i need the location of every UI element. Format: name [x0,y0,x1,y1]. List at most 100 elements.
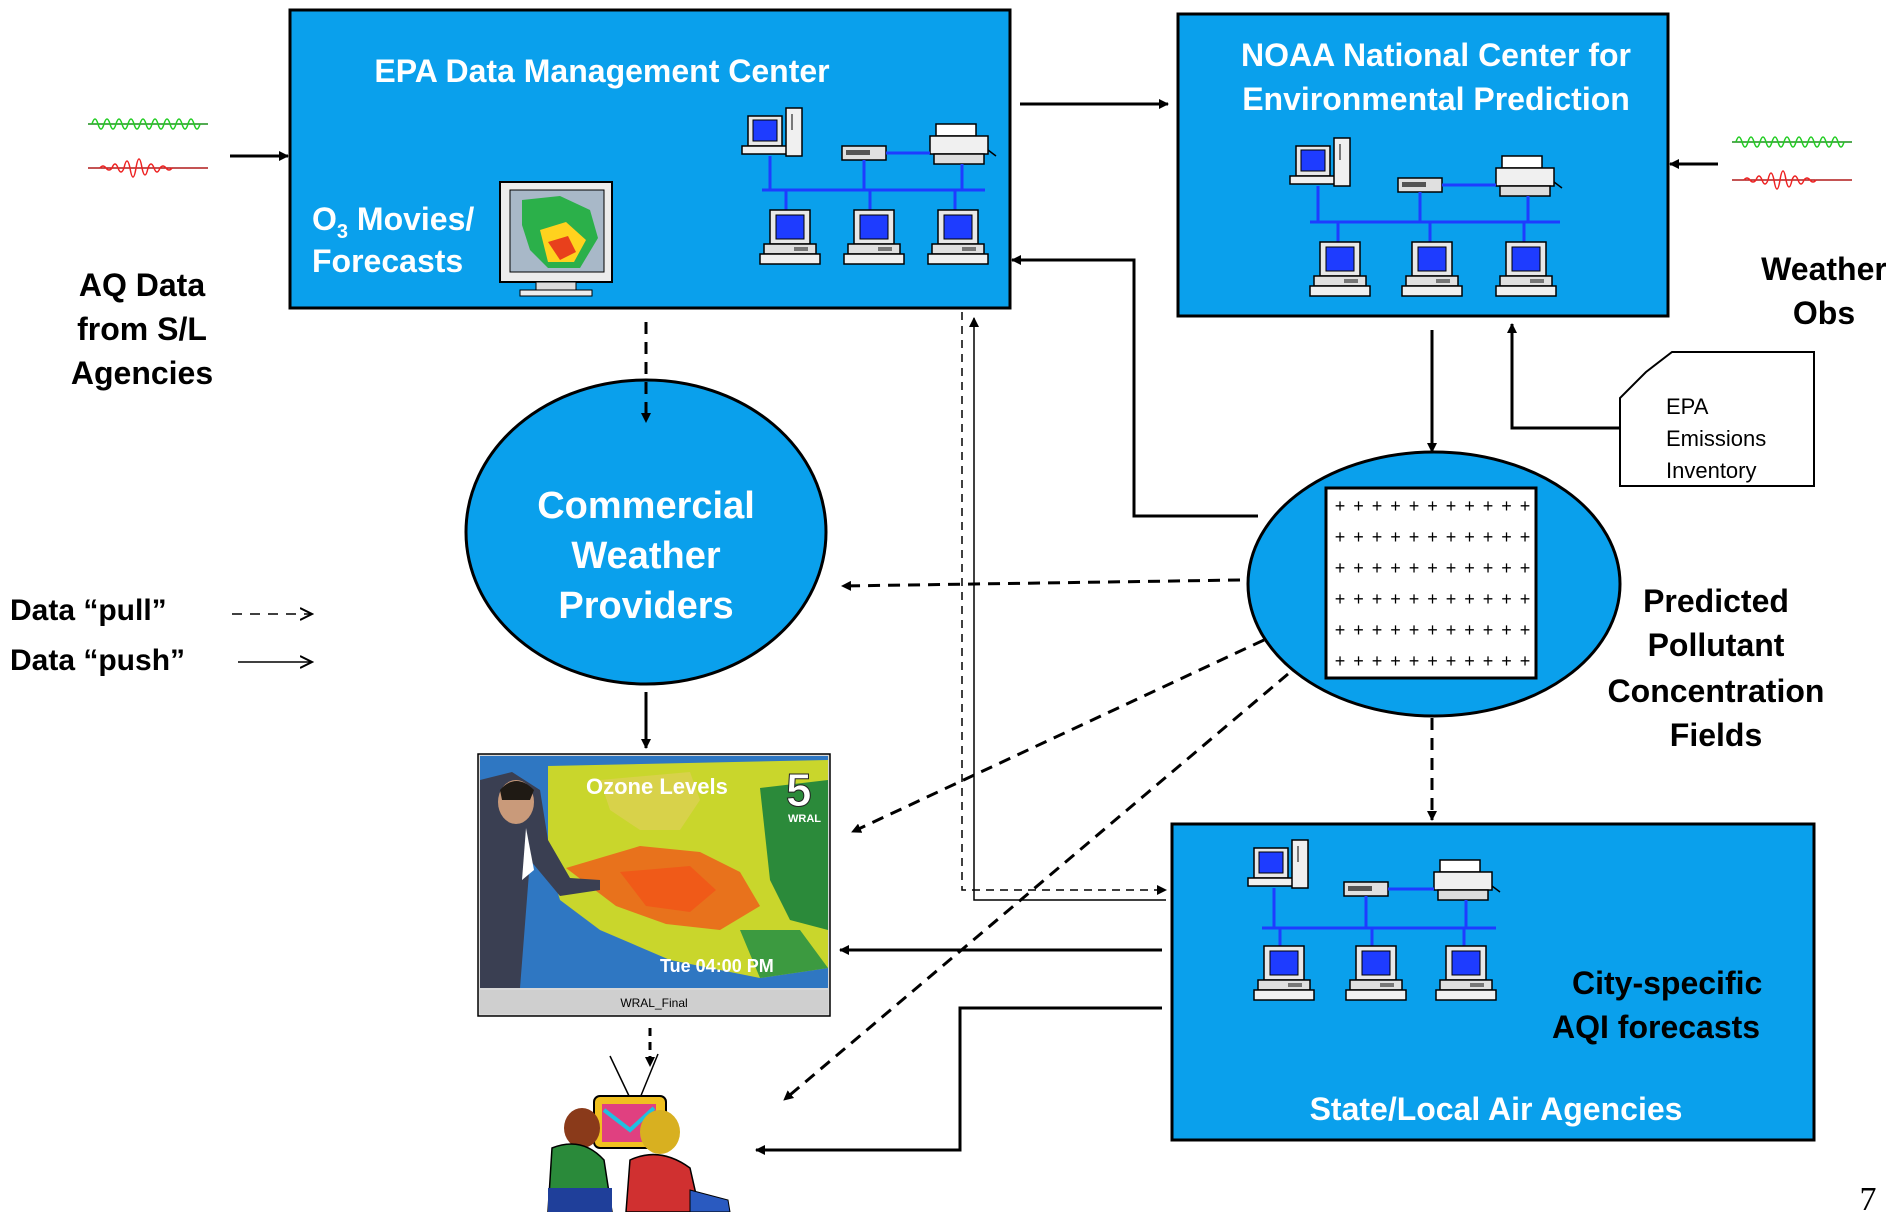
weather-obs-line1: Weather [1761,251,1886,287]
grid-plus-mark: + [1427,653,1438,673]
aq-data-line1: AQ Data [79,267,205,303]
aqi-forecasts-label: AQI forecasts [1552,1009,1760,1045]
grid-plus-mark: + [1464,591,1475,611]
aq-data-signal-icon [88,118,208,178]
tv-title: Ozone Levels [586,774,728,799]
aq-data-line2: from S/L [77,311,207,347]
grid-plus-mark: + [1427,560,1438,580]
grid-plus-mark: + [1501,653,1512,673]
grid-plus-mark: + [1409,653,1420,673]
grid-plus-mark: + [1464,498,1475,518]
people-watching-tv-icon [547,1053,731,1212]
grid-plus-mark: + [1390,560,1401,580]
forecasts-label: Forecasts [312,243,463,279]
grid-plus-mark: + [1372,529,1383,549]
tv-ozone-broadcast-image: Ozone Levels 5 WRAL Tue 04:00 PM WRAL_Fi… [477,753,831,1017]
grid-plus-mark: + [1372,591,1383,611]
grid-plus-mark: + [1390,622,1401,642]
grid-plus-mark: + [1446,560,1457,580]
grid-plus-mark: + [1446,622,1457,642]
grid-plus-mark: + [1446,591,1457,611]
state-local-title: State/Local Air Agencies [1310,1091,1683,1127]
grid-plus-mark: + [1427,622,1438,642]
epa-data-management-center: EPA Data Management Center O3 Movies/ Fo… [288,8,1012,310]
grid-plus-mark: + [1372,560,1383,580]
grid-plus-mark: + [1335,591,1346,611]
emissions-line1: EPA [1666,394,1709,419]
flow-arrows [230,99,1718,1155]
grid-plus-mark: + [1501,498,1512,518]
grid-plus-mark: + [1446,529,1457,549]
noaa-national-center: NOAA National Center for Environmental P… [1176,12,1670,318]
predicted-fields-ellipse: + + + + + + + + + + + + + + + + + + + + + + + + + + + + + + + + + + + + + + + +… [1246,450,1622,718]
grid-plus-mark: + [1353,591,1364,611]
predicted-line4: Fields [1670,717,1762,753]
grid-plus-mark: + [1409,560,1420,580]
grid-plus-mark: + [1520,529,1531,549]
grid-plus-mark: + [1501,529,1512,549]
grid-plus-mark: + [1464,622,1475,642]
grid-plus-mark: + [1427,498,1438,518]
tv-station: WRAL [788,813,821,825]
tv-channel: 5 [786,764,812,816]
grid-plus-mark: + [1501,622,1512,642]
grid-plus-mark: + [1335,529,1346,549]
grid-plus-mark: + [1409,591,1420,611]
concentration-grid-icon: + + + + + + + + + + + + + + + + + + + + + + + + + + + + + + + + + + + + + + + +… [1335,498,1531,673]
grid-plus-mark: + [1353,498,1364,518]
emissions-inventory-note: EPA Emissions Inventory [1619,351,1815,487]
grid-plus-mark: + [1372,622,1383,642]
grid-plus-mark: + [1520,498,1531,518]
grid-plus-mark: + [1501,560,1512,580]
grid-plus-mark: + [1483,622,1494,642]
commercial-line3: Providers [558,585,733,627]
weather-obs-signal-icon [1732,136,1852,190]
noaa-title-line1: NOAA National Center for [1241,37,1631,73]
grid-plus-mark: + [1409,529,1420,549]
predicted-line1: Predicted [1643,583,1789,619]
grid-plus-mark: + [1335,653,1346,673]
noaa-computer-network-icon [1289,137,1563,297]
state-local-air-agencies: State/Local Air Agencies City-specific A… [1170,822,1816,1142]
tv-time: Tue 04:00 PM [660,956,774,976]
grid-plus-mark: + [1335,560,1346,580]
grid-plus-mark: + [1353,653,1364,673]
grid-plus-mark: + [1483,529,1494,549]
emissions-line2: Emissions [1666,426,1766,451]
grid-plus-mark: + [1520,622,1531,642]
grid-plus-mark: + [1390,529,1401,549]
grid-plus-mark: + [1483,591,1494,611]
grid-plus-mark: + [1353,622,1364,642]
epa-center-title: EPA Data Management Center [374,53,829,89]
grid-plus-mark: + [1335,622,1346,642]
legend-pull-label: Data “pull” [10,594,167,627]
grid-plus-mark: + [1520,560,1531,580]
grid-plus-mark: + [1390,498,1401,518]
weather-obs-line2: Obs [1793,295,1855,331]
emissions-line3: Inventory [1666,458,1757,483]
predicted-line2: Pollutant [1648,627,1785,663]
grid-plus-mark: + [1483,560,1494,580]
grid-plus-mark: + [1520,653,1531,673]
city-specific-label: City-specific [1572,965,1762,1001]
grid-plus-mark: + [1372,498,1383,518]
grid-plus-mark: + [1446,653,1457,673]
grid-plus-mark: + [1483,498,1494,518]
slide-number: 7 [1860,1181,1877,1212]
grid-plus-mark: + [1464,529,1475,549]
grid-plus-mark: + [1483,653,1494,673]
noaa-title-line2: Environmental Prediction [1242,81,1630,117]
tv-caption: WRAL_Final [620,996,687,1010]
grid-plus-mark: + [1464,653,1475,673]
grid-plus-mark: + [1390,591,1401,611]
grid-plus-mark: + [1501,591,1512,611]
grid-plus-mark: + [1372,653,1383,673]
predicted-line3: Concentration [1608,673,1825,709]
commercial-line2: Weather [571,535,720,577]
legend-push-label: Data “push” [10,644,185,677]
push-pull-legend: Data “pull” Data “push” [10,594,312,677]
grid-plus-mark: + [1409,622,1420,642]
grid-plus-mark: + [1390,653,1401,673]
state-computer-network-icon [1247,839,1501,1001]
